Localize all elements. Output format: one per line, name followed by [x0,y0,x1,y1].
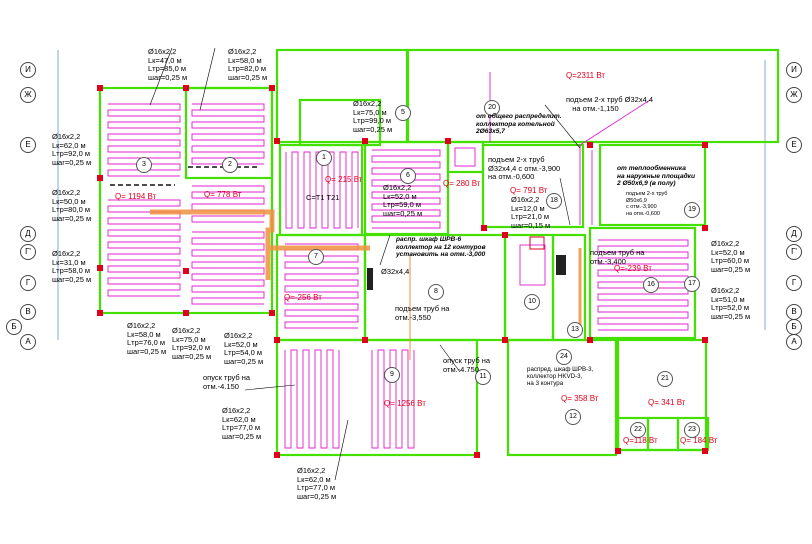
loop-label: Ø16x2,2 Lк=52,0 м Lтр=59,0 м шаг=0,25 м [383,183,423,218]
loop-label: Ø16x2,2 Lк=50,0 м Lтр=80,0 м шаг=0,25 м [52,188,92,223]
heat-output: Q= 341 Вт [648,398,686,407]
room-number: 6 [400,168,416,184]
room-number: 11 [475,369,491,385]
manifold [367,236,566,290]
axis-marker: В [786,304,802,320]
room-number: 18 [546,193,562,209]
loop-label: Ø16x2,2 Lк=47,0 м Lтр=85,0 м шаг=0,25 м [148,47,188,82]
loop-label: Ø16x2,2 Lк=62,0 м Lтр=77,0 м шаг=0,25 м [222,406,262,441]
room-number: 7 [308,249,324,265]
room-number: 17 [684,276,700,292]
axis-marker: Ж [20,87,36,103]
heat-output: Q= 778 Вт [204,190,242,199]
loop-label: Ø16x2,2 Lк=58,0 м Lтр=76,0 м шаг=0,25 м [127,321,167,356]
heat-output: Q= 1194 Вт [115,192,157,201]
loop-label: Ø16x2,2 Lк=51,0 м Lтр=52,0 м шаг=0,25 м [711,286,751,321]
room-number: 21 [657,371,673,387]
axis-marker: И [786,62,802,78]
columns [97,85,708,458]
heat-output: Q= 791 Вт [510,186,548,195]
heating-loops [107,72,689,449]
heat-output: Q= 184 Вт [680,436,718,445]
room-number: 9 [384,367,400,383]
room-number: 5 [395,105,411,121]
room-number: 22 [630,422,646,438]
heat-output: Q= 358 Вт [561,394,599,403]
loop-label: Ø16x2,2 Lк=62,0 м Lтр=77,0 м шаг=0,25 м [297,466,337,501]
heat-output: Q= 215 Вт [325,175,363,184]
room-number: 2 [222,157,238,173]
heat-output: Q= 280 Вт [443,179,481,188]
axis-marker: В [20,304,36,320]
axis-marker: Е [786,137,802,153]
axis-marker: Г [786,275,802,291]
note-cabinet-shrv3: распред. шкаф ШРВ-3, коллектор HKVD-3, н… [527,366,594,388]
leaders [149,47,581,481]
axis-marker: Д [20,226,36,242]
note-from-common-collector: от общего распределит. коллектора котель… [476,113,562,136]
heat-output-total: Q=2311 Вт [566,71,606,80]
heat-output: Q= 1256 Вт [384,399,426,408]
note-rise-mid: подъем 2-х труб Ø32x4,4 с отм.-3,900 на … [488,155,561,182]
loop-label: Ø16x2,2 Lк=58,0 м Lтр=82,0 м шаг=0,25 м [228,47,268,82]
room-number: 23 [684,422,700,438]
heat-output: Q=-239 Вт [614,264,652,273]
note-pipe-size: Ø32x4,4 [381,267,410,276]
room-number: 13 [567,322,583,338]
loop-label: Ø16x2,2 Lк=52,0 м Lтр=60,0 м шаг=0,25 м [711,239,751,274]
axis-marker: Б [6,319,22,335]
note-rise-small: подъем 2-х труб Ø50x6,9 с отм.-3,900 на … [626,191,668,217]
room-number: 24 [556,349,572,365]
room-number: 1 [316,150,332,166]
room-number: 8 [428,284,444,300]
loop-label: Ø16x2,2 Lк=75,0 м Lтр=92,0 м шаг=0,25 м [172,326,212,361]
supply-pipes [150,209,582,360]
axis-marker: Б [786,319,802,335]
room-number: 16 [643,277,659,293]
axis-marker: Г' [20,244,36,260]
axis-marker: Г' [786,244,802,260]
axis-marker: И [20,62,36,78]
axis-marker: Е [20,137,36,153]
axis-marker: Г [20,275,36,291]
note-rise-top: подъем 2-х труб Ø32x4,4 на отм.-1,150 [566,95,653,113]
heat-output: Q=118 Вт [623,436,658,445]
axis-marker: Д [786,226,802,242]
axis-marker: А [786,334,802,350]
loop-label: Ø16x2,2 Lк=75,0 м Lтр=99,0 м шаг=0,25 м [353,99,393,134]
loop-label: Ø16x2,2 Lк=31,0 м Lтр=58,0 м шаг=0,25 м [52,249,92,284]
note-drop-4150: опуск труб на отм.-4.150 [203,373,251,391]
note-drop-4750: опуск труб на отм.-4.750 [443,356,491,374]
room-number: 12 [565,409,581,425]
loop-label: Ø16x2,2 Lк=52,0 м Lтр=54,0 м шаг=0,25 м [224,331,264,366]
note-from-heat-exchanger: от теплообменника на наружные площадки 2… [617,165,696,188]
room-number: 3 [136,157,152,173]
dim-lines [57,50,766,340]
room-number: 10 [524,294,540,310]
room-number: 19 [684,202,700,218]
loop-label: Ø16x2,2 Lк=12,0 м Lтр=21,0 м шаг=0,15 м [511,195,551,230]
room-number: 20 [484,100,500,116]
note-cabinet-shrv6: распр. шкаф ШРВ-6 коллектор на 12 контур… [396,236,486,259]
axis-marker: А [20,334,36,350]
heat-output: Q=-256 Вт [284,293,322,302]
note-ct: C=T1 T21 [306,193,340,202]
note-rise-3550: подъем труб на отм.-3,550 [395,304,450,322]
axis-marker: Ж [786,87,802,103]
note-rise-3400: подъем труб на отм.-3,400 [590,248,645,266]
loop-label: Ø16x2,2 Lк=62,0 м Lтр=92,0 м шаг=0,25 м [52,132,92,167]
